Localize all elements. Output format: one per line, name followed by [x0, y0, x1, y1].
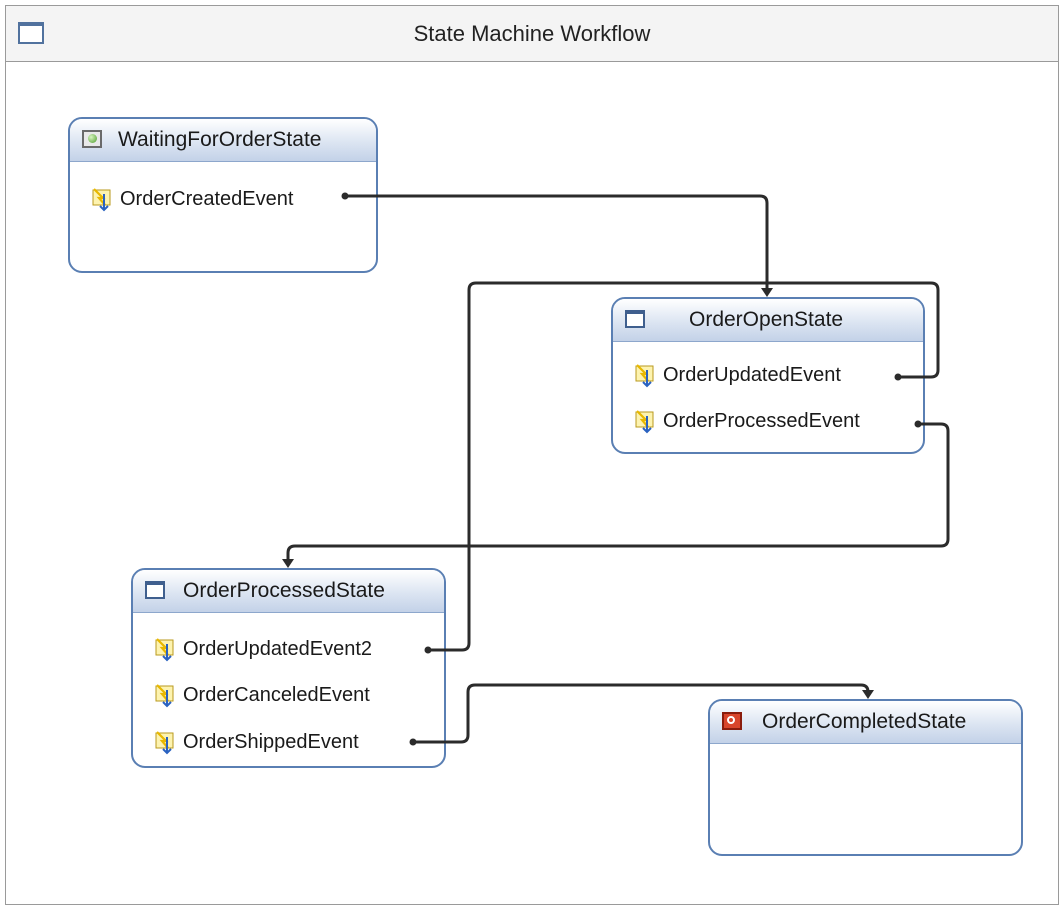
state-icon: [625, 310, 645, 328]
workflow-title: State Machine Workflow: [413, 21, 651, 46]
event-label: OrderUpdatedEvent2: [183, 638, 373, 660]
event-order-updated-2[interactable]: OrderUpdatedEvent2: [133, 633, 444, 665]
event-label: OrderProcessedEvent: [663, 410, 860, 432]
event-driven-icon: [92, 188, 111, 212]
event-label: OrderCreatedEvent: [120, 188, 294, 210]
event-driven-icon: [155, 638, 174, 662]
state-icon: [145, 581, 165, 599]
state-header[interactable]: OrderCompletedState: [710, 701, 1021, 744]
event-driven-icon: [155, 731, 174, 755]
event-driven-icon: [635, 410, 654, 434]
completed-state-icon: [722, 712, 742, 730]
event-label: OrderShippedEvent: [183, 731, 359, 753]
event-label: OrderCanceledEvent: [183, 684, 370, 706]
event-driven-icon: [635, 364, 654, 388]
event-order-created[interactable]: OrderCreatedEvent: [70, 183, 376, 215]
event-order-shipped[interactable]: OrderShippedEvent: [133, 726, 444, 758]
event-order-updated[interactable]: OrderUpdatedEvent: [613, 359, 923, 391]
state-waiting-for-order[interactable]: WaitingForOrderState OrderCreatedEvent: [68, 117, 378, 273]
state-title: OrderProcessedState: [183, 579, 385, 602]
state-order-completed[interactable]: OrderCompletedState: [708, 699, 1023, 856]
event-driven-icon: [155, 684, 174, 708]
initial-state-icon: [82, 130, 102, 148]
state-title: WaitingForOrderState: [118, 128, 322, 151]
state-title: OrderOpenState: [689, 308, 844, 331]
event-order-canceled[interactable]: OrderCanceledEvent: [133, 679, 444, 711]
state-header[interactable]: OrderProcessedState: [133, 570, 444, 613]
state-header[interactable]: WaitingForOrderState: [70, 119, 376, 162]
workflow-icon: [18, 22, 44, 44]
workflow-title-bar: State Machine Workflow: [6, 6, 1058, 62]
state-order-processed[interactable]: OrderProcessedState OrderUpdatedEvent2 O…: [131, 568, 446, 768]
event-label: OrderUpdatedEvent: [663, 364, 841, 386]
event-order-processed[interactable]: OrderProcessedEvent: [613, 405, 923, 437]
state-order-open[interactable]: OrderOpenState OrderUpdatedEvent OrderPr…: [611, 297, 925, 454]
state-title: OrderCompletedState: [762, 710, 967, 733]
state-header[interactable]: OrderOpenState: [613, 299, 923, 342]
